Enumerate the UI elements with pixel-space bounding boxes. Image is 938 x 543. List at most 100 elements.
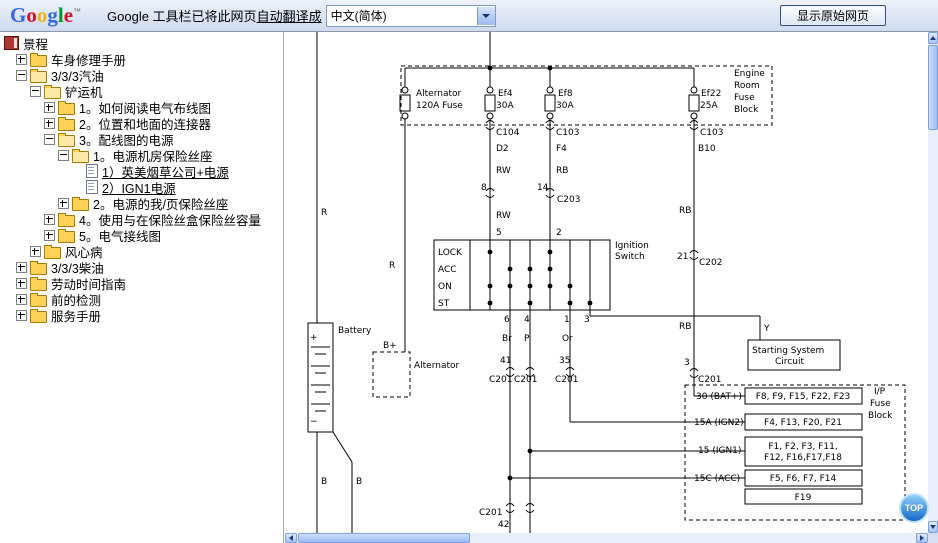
svg-text:Block: Block bbox=[734, 105, 759, 115]
tree-item[interactable]: 4。使用与在保险丝盒保险丝容量 bbox=[0, 211, 283, 228]
tree-item[interactable]: 2。电源的我/页保险丝座 bbox=[0, 195, 283, 212]
expand-icon[interactable] bbox=[44, 117, 55, 129]
collapse-icon[interactable] bbox=[16, 69, 27, 81]
svg-text:−: − bbox=[310, 417, 318, 427]
svg-text:P: P bbox=[524, 334, 530, 344]
document-icon[interactable] bbox=[86, 164, 98, 178]
language-select[interactable]: 中文(简体) bbox=[325, 4, 496, 27]
svg-text:ACC: ACC bbox=[438, 265, 457, 275]
scroll-up-button[interactable] bbox=[928, 32, 938, 44]
arrow-left-icon bbox=[289, 535, 293, 541]
tree-item-ign1-power[interactable]: 2）IGN1电源 bbox=[0, 179, 283, 196]
svg-text:15 (IGN1): 15 (IGN1) bbox=[698, 446, 741, 456]
svg-text:14: 14 bbox=[537, 183, 549, 193]
collapse-icon[interactable] bbox=[30, 85, 41, 97]
open-folder-icon[interactable] bbox=[58, 132, 75, 147]
expand-icon[interactable] bbox=[16, 53, 27, 65]
switch-output-wiring: 6 4 1 3 Br P Or 41 35 C201 C201 C201 RB … bbox=[479, 310, 770, 533]
navigation-tree: 景程 车身修理手册 3/3/3汽油 铲运机 1。如何阅读电气布线图 2。位置和地… bbox=[0, 32, 284, 543]
scroll-right-button[interactable] bbox=[916, 533, 928, 543]
scroll-left-button[interactable] bbox=[285, 533, 297, 543]
expand-icon[interactable] bbox=[44, 229, 55, 241]
tree-item[interactable]: 2。位置和地面的连接器 bbox=[0, 115, 283, 132]
folder-icon[interactable] bbox=[30, 276, 47, 291]
horizontal-scrollbar[interactable] bbox=[285, 533, 928, 543]
tree-item[interactable]: 劳动时间指南 bbox=[0, 275, 283, 292]
tree-item-root[interactable]: 景程 bbox=[0, 35, 283, 52]
svg-text:RW: RW bbox=[496, 166, 511, 176]
open-folder-icon[interactable] bbox=[30, 68, 47, 83]
tree-item[interactable]: 3/3/3柴油 bbox=[0, 259, 283, 276]
svg-text:F4, F13, F20, F21: F4, F13, F20, F21 bbox=[764, 418, 842, 428]
ignition-switch: LOCK ACC ON ST Ignition Switch bbox=[433, 239, 649, 311]
tree-item[interactable]: 3。配线图的电源 bbox=[0, 131, 283, 148]
tree-item[interactable]: 车身修理手册 bbox=[0, 51, 283, 68]
svg-text:Ef4: Ef4 bbox=[498, 89, 513, 99]
arrow-down-icon bbox=[930, 525, 936, 529]
tree-item[interactable]: 3/3/3汽油 bbox=[0, 67, 283, 84]
svg-text:Starting System: Starting System bbox=[752, 346, 824, 356]
expand-icon[interactable] bbox=[16, 261, 27, 273]
tree-item[interactable]: 服务手册 bbox=[0, 307, 283, 324]
folder-icon[interactable] bbox=[72, 196, 89, 211]
scroll-down-button[interactable] bbox=[928, 521, 938, 533]
collapse-icon[interactable] bbox=[58, 149, 69, 161]
expand-icon[interactable] bbox=[44, 101, 55, 113]
svg-text:120A Fuse: 120A Fuse bbox=[416, 101, 463, 111]
svg-text:C202: C202 bbox=[699, 258, 722, 268]
trademark: ™ bbox=[73, 7, 82, 16]
tree-item[interactable]: 1。电源机房保险丝座 bbox=[0, 147, 283, 164]
expand-icon[interactable] bbox=[16, 293, 27, 305]
svg-text:4: 4 bbox=[524, 315, 530, 325]
collapse-icon[interactable] bbox=[44, 133, 55, 145]
horizontal-scroll-thumb[interactable] bbox=[298, 533, 470, 543]
folder-icon[interactable] bbox=[58, 228, 75, 243]
svg-text:ST: ST bbox=[438, 299, 450, 309]
svg-text:Ef22: Ef22 bbox=[701, 89, 721, 99]
arrow-right-icon bbox=[920, 535, 924, 541]
expand-icon[interactable] bbox=[16, 277, 27, 289]
svg-text:Fuse: Fuse bbox=[870, 399, 891, 409]
folder-icon[interactable] bbox=[44, 244, 61, 259]
tree-item[interactable]: 1。如何阅读电气布线图 bbox=[0, 99, 283, 116]
svg-text:C103: C103 bbox=[700, 128, 723, 138]
tree-item-bat-power[interactable]: 1）英美烟草公司+电源 bbox=[0, 163, 283, 180]
vertical-scroll-thumb[interactable] bbox=[928, 45, 938, 130]
folder-icon[interactable] bbox=[30, 292, 47, 307]
back-to-top-button[interactable]: TOP bbox=[899, 493, 929, 523]
svg-text:R: R bbox=[389, 261, 395, 271]
svg-text:C201: C201 bbox=[514, 375, 537, 385]
tree-item[interactable]: 前的检测 bbox=[0, 291, 283, 308]
dropdown-button[interactable] bbox=[476, 6, 495, 25]
auto-translate-link[interactable]: 自动翻译成 bbox=[256, 9, 322, 24]
vertical-scrollbar[interactable] bbox=[928, 32, 938, 533]
expand-icon[interactable] bbox=[30, 245, 41, 257]
alternator: B+ Alternator R bbox=[372, 261, 460, 398]
folder-icon[interactable] bbox=[58, 116, 75, 131]
svg-text:F12, F16,F17,F18: F12, F16,F17,F18 bbox=[764, 453, 842, 463]
tree-item[interactable]: 风心病 bbox=[0, 243, 283, 260]
expand-icon[interactable] bbox=[16, 309, 27, 321]
tree-item[interactable]: 铲运机 bbox=[0, 83, 283, 100]
svg-text:15C (ACC): 15C (ACC) bbox=[694, 474, 740, 484]
document-icon[interactable] bbox=[86, 180, 98, 194]
show-original-button[interactable]: 显示原始网页 bbox=[779, 5, 886, 26]
svg-text:Block: Block bbox=[868, 411, 893, 421]
folder-icon[interactable] bbox=[58, 212, 75, 227]
svg-text:C201: C201 bbox=[479, 508, 502, 518]
folder-icon[interactable] bbox=[30, 308, 47, 323]
open-folder-icon[interactable] bbox=[44, 84, 61, 99]
svg-text:RW: RW bbox=[496, 211, 511, 221]
svg-text:Br: Br bbox=[502, 334, 512, 344]
expand-icon[interactable] bbox=[58, 197, 69, 209]
folder-icon[interactable] bbox=[30, 52, 47, 67]
expand-icon[interactable] bbox=[44, 213, 55, 225]
folder-icon[interactable] bbox=[30, 260, 47, 275]
open-folder-icon[interactable] bbox=[72, 148, 89, 163]
tree-item[interactable]: 5。电气接线图 bbox=[0, 227, 283, 244]
svg-text:1: 1 bbox=[564, 315, 570, 325]
wiring-diagram: Engine Room Fuse Block Alternator 120A F… bbox=[307, 32, 906, 533]
folder-icon[interactable] bbox=[58, 100, 75, 115]
svg-text:42: 42 bbox=[498, 520, 509, 530]
svg-text:5: 5 bbox=[496, 228, 502, 238]
